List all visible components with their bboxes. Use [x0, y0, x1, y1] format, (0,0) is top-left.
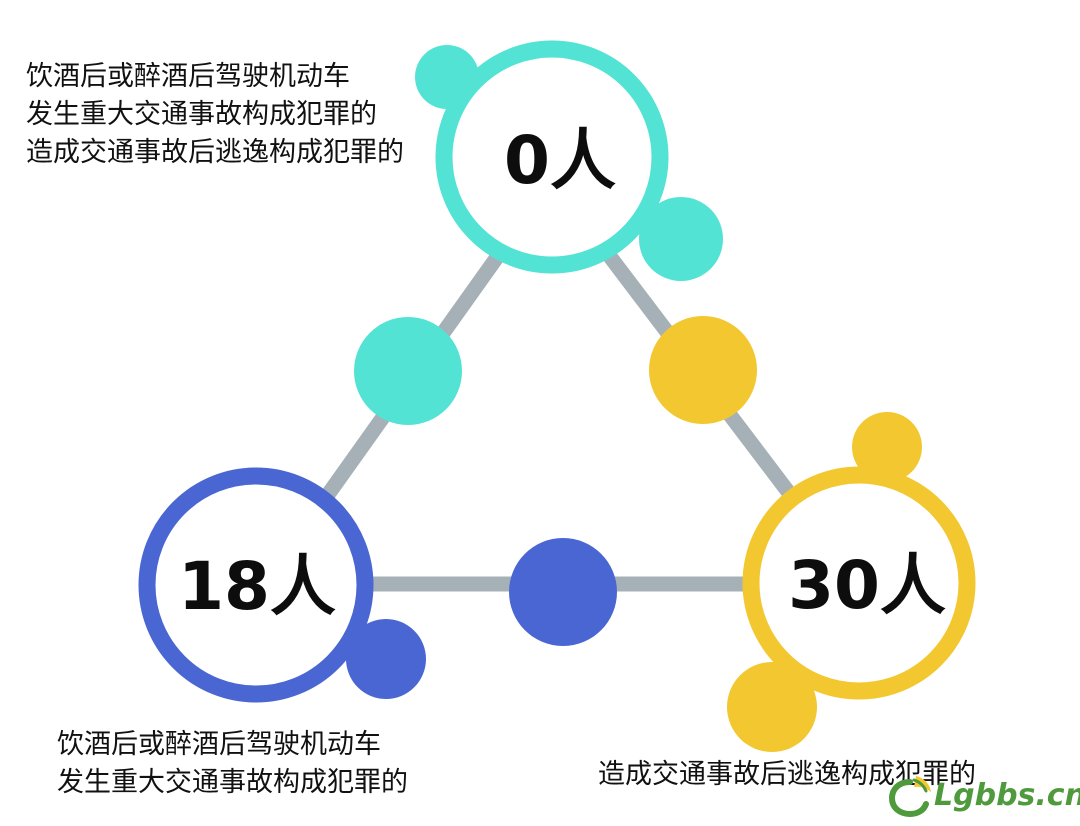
- satellite-dot-right-2: [727, 662, 817, 752]
- midpoint-dot-right: [649, 316, 757, 424]
- note-top-line: 饮酒后或醉酒后驾驶机动车: [26, 61, 350, 92]
- midpoint-dot-bottom: [509, 538, 617, 646]
- note-left: 饮酒后或醉酒后驾驶机动车 发生重大交通事故构成犯罪的: [57, 726, 408, 802]
- node-count-right: 30人: [788, 547, 946, 624]
- node-ring-left: [138, 467, 374, 703]
- note-right-line: 造成交通事故后逃逸构成犯罪的: [598, 759, 976, 790]
- satellite-dot-left: [346, 619, 426, 699]
- watermark-text: Lgbbs.cn: [934, 778, 1080, 813]
- note-top: 饮酒后或醉酒后驾驶机动车 发生重大交通事故构成犯罪的 造成交通事故后逃逸构成犯罪…: [26, 58, 404, 172]
- note-left-line: 饮酒后或醉酒后驾驶机动车: [57, 729, 381, 760]
- watermark-logo-icon: [888, 776, 931, 818]
- watermark: Lgbbs.cn: [886, 772, 1080, 822]
- note-right: 造成交通事故后逃逸构成犯罪的: [598, 756, 976, 794]
- node-count-top: 0人: [504, 122, 616, 199]
- node-count-left: 18人: [178, 548, 336, 625]
- note-top-line: 发生重大交通事故构成犯罪的: [26, 99, 377, 130]
- satellite-dot-top-2: [639, 197, 723, 281]
- node-ring-top: [435, 40, 669, 274]
- note-left-line: 发生重大交通事故构成犯罪的: [57, 767, 408, 798]
- midpoint-dot-left: [354, 317, 462, 425]
- note-top-line: 造成交通事故后逃逸构成犯罪的: [26, 137, 404, 168]
- node-ring-right: [742, 466, 976, 700]
- satellite-dot-right-1: [852, 412, 922, 482]
